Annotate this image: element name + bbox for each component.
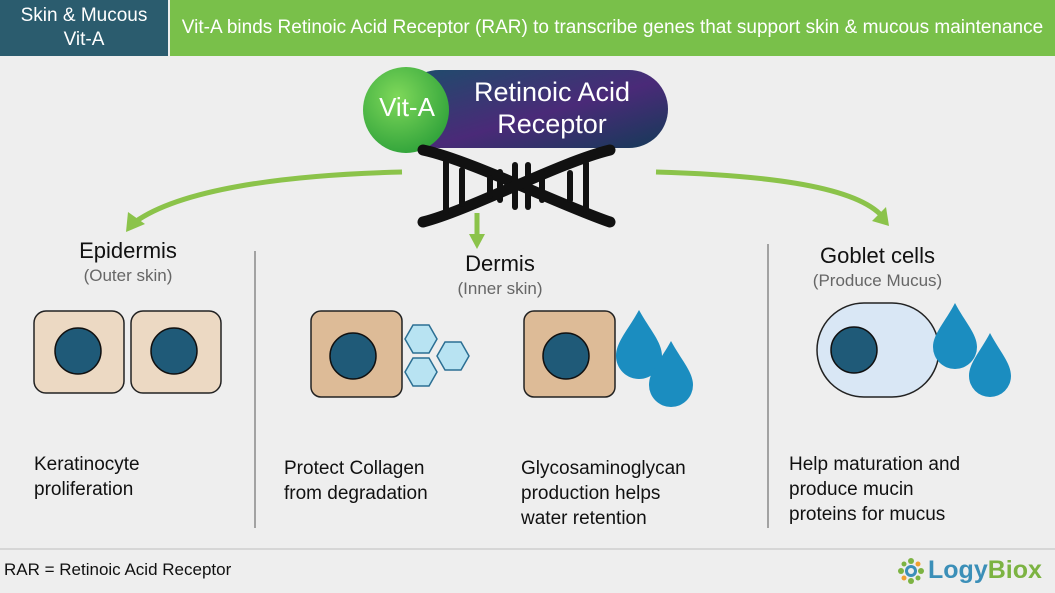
header-description-text: Vit-A binds Retinoic Acid Receptor (RAR)…	[181, 17, 1044, 38]
arrow-to-dermis	[469, 213, 485, 249]
dermis-subtitle: (Inner skin)	[457, 279, 543, 298]
epidermis-subtitle: (Outer skin)	[83, 266, 173, 285]
water-drop-icon	[616, 310, 662, 379]
logo-gear-icon	[898, 557, 924, 584]
brand-logo: LogyBiox	[898, 556, 1042, 585]
footnote-abbreviation: RAR = Retinoic Acid Receptor	[4, 560, 232, 579]
collagen-desc-line1: Protect Collagen	[284, 458, 425, 479]
collagen-desc-line2: from degradation	[284, 483, 428, 504]
collagen-hexagons-icon	[404, 324, 470, 387]
logo-text-part1: Logy	[928, 556, 988, 584]
cell-nucleus	[329, 332, 377, 380]
receptor-label-line1: Retinoic Acid	[473, 77, 631, 107]
vitamin-a-label: Vit-A	[379, 92, 435, 122]
arrow-to-goblet	[655, 169, 889, 226]
collagen-description: Protect Collagen from degradation	[284, 456, 494, 506]
logo-text-part2: Biox	[987, 556, 1042, 584]
goblet-subtitle: (Produce Mucus)	[812, 271, 943, 290]
cell-nucleus	[150, 327, 198, 375]
goblet-desc-line3: proteins for mucus	[789, 504, 946, 525]
footer-divider	[0, 548, 1055, 550]
arrow-to-epidermis	[126, 169, 403, 232]
gag-desc-line1: Glycosaminoglycan	[521, 458, 686, 479]
receptor-label-line2: Receptor	[497, 109, 607, 139]
cell-nucleus	[54, 327, 102, 375]
cell-nucleus	[830, 326, 878, 374]
goblet-title: Goblet cells	[820, 243, 935, 268]
epidermis-desc-line2: proliferation	[34, 479, 134, 500]
vitamin-a-circle	[363, 67, 449, 153]
dermis-title: Dermis	[465, 251, 535, 276]
gag-desc-line3: water retention	[521, 508, 647, 529]
dna-icon	[417, 144, 616, 228]
goblet-description: Help maturation and produce mucin protei…	[789, 452, 1029, 527]
mucus-drop-icon	[933, 303, 977, 369]
epidermis-description: Keratinocyte proliferation	[34, 452, 234, 502]
water-drop-icon	[649, 341, 693, 407]
receptor-label: Retinoic Acid Receptor	[462, 76, 642, 140]
epidermis-title: Epidermis	[79, 238, 177, 263]
gag-desc-line2: production helps	[521, 483, 661, 504]
mucus-drop-icon	[969, 333, 1011, 397]
gag-description: Glycosaminoglycan production helps water…	[521, 456, 751, 531]
header-section-label: Skin & Mucous Vit-A	[0, 0, 168, 56]
cell-nucleus	[542, 332, 590, 380]
goblet-desc-line2: produce mucin	[789, 479, 914, 500]
receptor-pill	[400, 70, 668, 148]
epidermis-desc-line1: Keratinocyte	[34, 454, 140, 475]
header-label-line2: Vit-A	[63, 29, 105, 50]
header-description: Vit-A binds Retinoic Acid Receptor (RAR)…	[170, 0, 1055, 56]
goblet-desc-line1: Help maturation and	[789, 454, 961, 475]
header-label-line1: Skin & Mucous	[20, 5, 148, 26]
